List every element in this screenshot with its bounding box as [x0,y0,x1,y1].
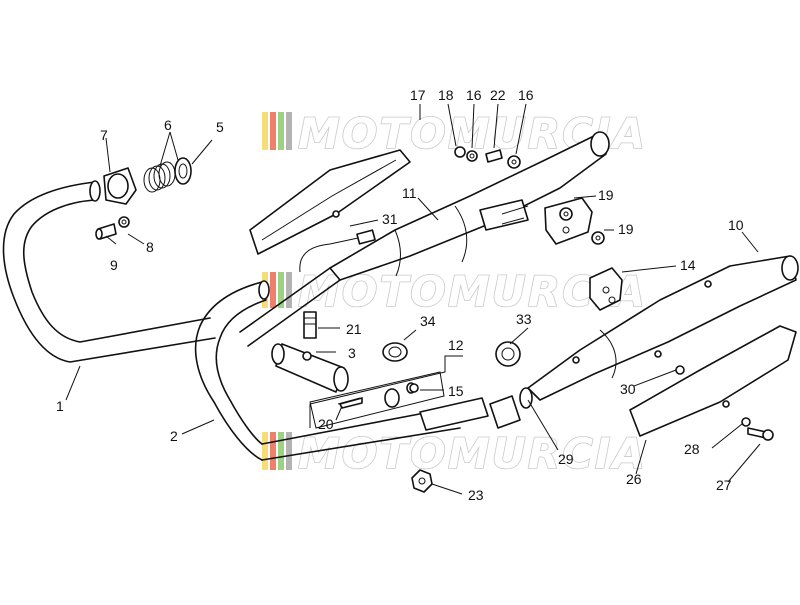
part-27-bolt [747,427,774,441]
callout-21: 21 [346,321,362,337]
leader-lines [65,103,761,495]
callout-17: 17 [410,87,426,103]
part-3-balance-pipe [271,343,349,393]
part-29-sleeve [489,387,533,429]
part-11-muffler-left [239,131,610,347]
callout-11: 11 [402,185,417,201]
part-28-washer [741,417,751,427]
callout-14: 14 [680,257,696,273]
part-9-stud [95,223,117,240]
part-5-gasket [174,157,192,185]
callout-6: 6 [164,117,172,133]
callout-labels: 1 2 3 5 6 7 8 9 10 11 12 14 15 16 16 17 … [56,87,744,503]
callout-5: 5 [216,119,224,135]
watermark-stripe [278,112,284,150]
part-16-washer-b [507,155,521,169]
callout-29: 29 [558,451,574,467]
watermark-stripe [286,432,292,470]
part-31-sensor-cable [299,229,376,273]
watermark-stripe [270,432,276,470]
part-34-clamp [382,342,408,362]
callout-22: 22 [490,87,506,103]
callout-16a: 16 [466,87,482,103]
part-16-washer-a [466,150,478,162]
watermark-stripe [270,272,276,308]
part-22-bushing [485,149,503,163]
callout-3: 3 [348,345,356,361]
callout-34: 34 [420,313,436,329]
part-6-springs [143,161,176,193]
part-10-muffler-right [527,255,799,401]
watermark-stripe [278,272,284,308]
callout-30: 30 [620,381,636,397]
callout-23: 23 [468,487,484,503]
watermark-logo-stripes [262,432,292,470]
watermark-logo-stripes [262,112,292,150]
muffler-mount-bracket [479,197,593,245]
part-33-clamp [495,341,521,367]
part-14-bracket [589,267,623,311]
callout-33: 33 [516,311,532,327]
watermark-stripe [262,112,268,150]
watermark-stripe [270,112,276,150]
part-12-group-bracket [309,355,463,428]
watermark-stripe [286,272,292,308]
part-30-washer [675,365,685,375]
watermark-bottom-text: MOTOMURCIA [298,429,647,478]
callout-31: 31 [382,211,398,227]
callout-12: 12 [448,337,464,353]
callout-20: 20 [318,416,334,432]
part-1-exhaust-header-left [2,180,216,363]
callout-19b: 19 [618,221,634,237]
callout-27: 27 [716,477,732,493]
watermark-stripe [286,112,292,150]
watermark-bottom: MOTOMURCIA [262,428,647,479]
callout-28: 28 [684,441,700,457]
callout-10: 10 [728,217,744,233]
part-7-flange [103,167,137,205]
callout-19a: 19 [598,187,614,203]
callout-18: 18 [438,87,454,103]
callout-8: 8 [146,239,154,255]
part-2-exhaust-header-right [194,280,461,461]
callout-2: 2 [170,428,178,444]
part-19-nut-b [591,231,605,245]
watermark-stripe [278,432,284,470]
callout-15: 15 [448,383,464,399]
part-19-nut-a [559,207,573,221]
part-17-heat-shield-left [249,149,411,255]
part-15-screw [409,383,419,393]
part-8-nut [118,216,130,228]
part-21-oxygen-sensor [303,311,317,339]
callout-16b: 16 [518,87,534,103]
callout-26: 26 [626,471,642,487]
watermark-stripe [262,432,268,470]
part-18-spacer [454,146,466,158]
callout-1: 1 [56,398,64,414]
part-20-bolt [339,397,363,409]
callout-7: 7 [100,127,108,143]
part-26-heat-shield-right [629,325,797,437]
callout-9: 9 [110,257,118,273]
